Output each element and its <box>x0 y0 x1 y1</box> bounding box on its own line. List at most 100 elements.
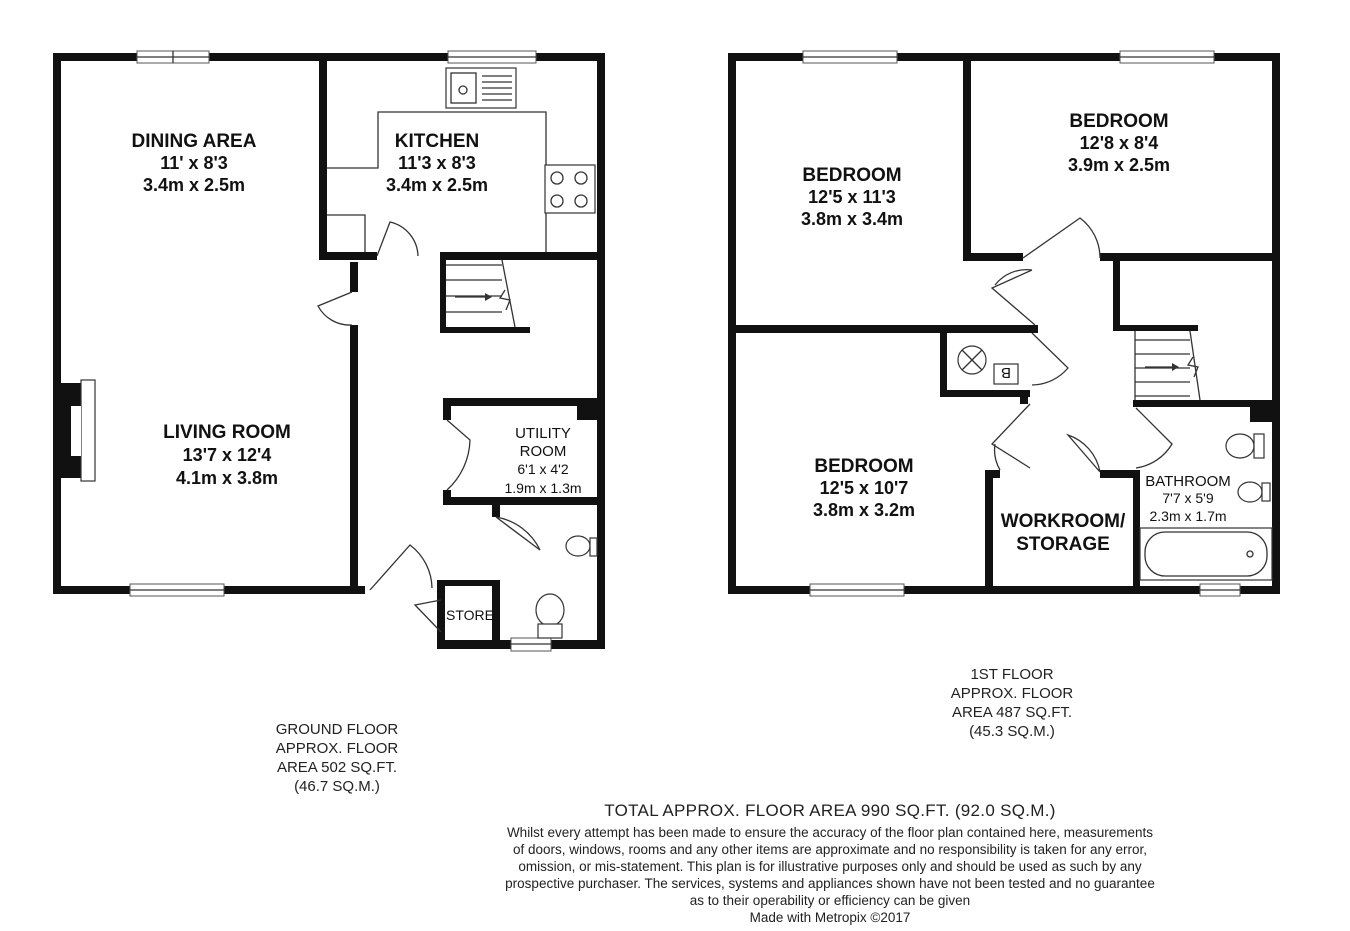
ground-west-wall <box>53 53 61 594</box>
store-west-wall <box>437 583 445 649</box>
bedroom1-name: BEDROOM <box>802 165 901 186</box>
utility-name-line2: ROOM <box>520 443 567 460</box>
kitchen-corner-unit <box>327 214 366 252</box>
utility-door <box>446 419 471 491</box>
first-north-wall <box>728 53 1280 61</box>
first-caption-line: AREA 487 SQ.FT. <box>951 704 1073 721</box>
disclaimer-line: Whilst every attempt has been made to en… <box>506 825 1154 840</box>
disclaimer-line: as to their operability or efficiency ca… <box>689 893 971 908</box>
living-dim-metric: 4.1m x 3.8m <box>176 468 278 488</box>
bathroom-toilet-icon <box>1225 433 1255 459</box>
first-caption-line: (45.3 SQ.M.) <box>969 723 1055 740</box>
stair-landing-wall <box>1113 261 1120 329</box>
bathroom-door <box>1135 407 1173 469</box>
kitchen-dim-imperial: 11'3 x 8'3 <box>398 153 476 173</box>
first-room-labels: BEDROOM 12'5 x 11'3 3.8m x 3.4m BEDROOM … <box>801 111 1231 555</box>
first-south-wall <box>728 586 1280 594</box>
total-floor-area: TOTAL APPROX. FLOOR AREA 990 SQ.FT. (92.… <box>604 801 1056 820</box>
utility-pier <box>577 398 605 420</box>
disclaimer-line: omission, or mis-statement. This plan is… <box>518 859 1142 874</box>
kitchen-south-wall-right <box>440 252 605 260</box>
dining-name: DINING AREA <box>132 131 257 152</box>
disclaimer-line: of doors, windows, rooms and any other i… <box>512 842 1148 857</box>
disclaimer-credit: Made with Metropix ©2017 <box>749 910 911 925</box>
toilet-icon <box>535 593 565 627</box>
living-east-wall <box>350 325 358 591</box>
airing-cupboard-south <box>940 390 1030 397</box>
airing-cupboard-west <box>940 325 947 397</box>
bathroom-dim-imperial: 7'7 x 5'9 <box>1162 490 1213 506</box>
stair-north-wall <box>1113 325 1198 331</box>
bedroom2-name: BEDROOM <box>1069 111 1168 132</box>
ground-floor-caption: GROUND FLOOR APPROX. FLOOR AREA 502 SQ.F… <box>237 720 437 796</box>
bathroom-basin-icon <box>1237 481 1263 503</box>
bedroom1-dim-imperial: 12'5 x 11'3 <box>808 187 896 207</box>
disclaimer: Whilst every attempt has been made to en… <box>450 824 1210 926</box>
bedroom2-dim-metric: 3.9m x 2.5m <box>1068 155 1170 175</box>
ground-caption-line: AREA 502 SQ.FT. <box>276 759 398 776</box>
living-name: LIVING ROOM <box>163 422 291 443</box>
bedroom1-south-wall <box>728 325 1038 333</box>
dining-dim-metric: 3.4m x 2.5m <box>143 175 245 195</box>
hall-wall-upper <box>350 262 358 292</box>
kitchen-west-wall <box>319 53 327 259</box>
living-dim-imperial: 13'7 x 12'4 <box>183 445 272 465</box>
bedroom3-dim-imperial: 12'5 x 10'7 <box>820 478 909 498</box>
workroom-north-wall-left <box>985 470 1000 478</box>
utility-west-wall-top <box>443 398 451 420</box>
bathroom-west-wall <box>1133 470 1140 590</box>
workroom-name-line2: STORAGE <box>1016 534 1110 555</box>
store-north-wall <box>437 580 500 586</box>
ground-floor-plan <box>53 50 605 652</box>
workroom-name-line1: WORKROOM/ <box>1001 511 1126 532</box>
stair-south-wall <box>440 327 530 333</box>
bathroom-name: BATHROOM <box>1145 473 1231 490</box>
first-caption-line: 1ST FLOOR <box>970 666 1054 683</box>
bedroom2-south-wall-left <box>963 253 1023 261</box>
first-west-wall <box>728 53 736 594</box>
boiler-label-box <box>993 363 1019 385</box>
first-floor-caption: 1ST FLOOR APPROX. FLOOR AREA 487 SQ.FT. … <box>912 665 1112 741</box>
bedroom3-name: BEDROOM <box>814 456 913 477</box>
front-door <box>369 544 433 591</box>
stair-west-wall <box>440 252 446 332</box>
wc-west-wall-top <box>492 497 500 517</box>
kitchen-name: KITCHEN <box>395 131 479 152</box>
utility-north-wall <box>443 398 605 406</box>
wc-door <box>495 516 541 551</box>
utility-south-wall <box>443 497 605 505</box>
kitchen-south-wall-left <box>319 252 377 260</box>
fireplace-hearth <box>80 379 96 482</box>
bathroom-north-wall <box>1133 400 1280 407</box>
kitchen-worktop <box>327 111 547 252</box>
store-name: STORE <box>446 607 494 623</box>
utility-west-wall-bottom <box>443 490 451 500</box>
first-floor-plan: B <box>728 50 1280 597</box>
workroom-west-wall <box>985 470 993 590</box>
bedroom2-door <box>1022 217 1101 259</box>
boiler-label: B <box>1001 364 1011 381</box>
fireplace-opening <box>71 406 81 456</box>
bath-icon <box>1139 527 1273 581</box>
workroom-door <box>1065 433 1101 473</box>
first-caption-line: APPROX. FLOOR <box>950 685 1074 702</box>
ground-caption-line: APPROX. FLOOR <box>275 740 399 757</box>
kitchen-dim-metric: 3.4m x 2.5m <box>386 175 488 195</box>
utility-dim-imperial: 6'1 x 4'2 <box>517 461 568 477</box>
disclaimer-line: prospective purchaser. The services, sys… <box>505 876 1155 891</box>
first-staircase <box>1134 330 1201 401</box>
ground-caption-line: (46.7 SQ.M.) <box>294 778 380 795</box>
bedroom3-dim-metric: 3.8m x 3.2m <box>813 500 915 520</box>
cupboard-pier <box>1020 390 1028 404</box>
ground-staircase <box>446 259 516 328</box>
first-east-wall <box>1272 53 1280 594</box>
ground-north-wall <box>53 53 605 61</box>
workroom-north-wall-right <box>1100 470 1140 478</box>
bedroom1-dim-metric: 3.8m x 3.4m <box>801 209 903 229</box>
utility-dim-metric: 1.9m x 1.3m <box>504 480 581 496</box>
bedroom3-door <box>990 403 1031 471</box>
bedroom-divider-wall <box>963 53 971 261</box>
ground-caption-line: GROUND FLOOR <box>275 721 399 738</box>
bedroom1-door <box>990 268 1036 326</box>
